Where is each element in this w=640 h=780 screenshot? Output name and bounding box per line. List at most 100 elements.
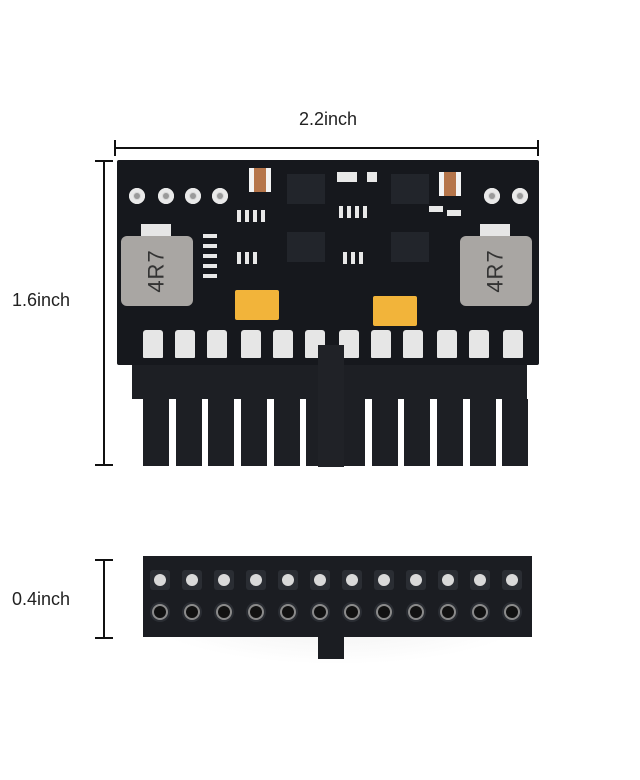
solder-pad (241, 330, 261, 358)
ceramic-capacitor (439, 172, 461, 196)
pin-round (182, 602, 202, 622)
pin-round (278, 602, 298, 622)
mounting-hole (129, 188, 145, 204)
depth-dimension-line (103, 560, 105, 638)
smd-component (337, 172, 357, 182)
connector-latch (318, 345, 344, 467)
smd-component (253, 252, 257, 264)
solder-pad (503, 330, 523, 358)
smd-component (203, 244, 217, 248)
connector-face (143, 556, 532, 637)
smd-component (351, 252, 355, 264)
connector-prong (502, 399, 528, 466)
smd-component (447, 210, 461, 216)
connector-prong (274, 399, 300, 466)
connector-prong (208, 399, 234, 466)
solder-pad (437, 330, 457, 358)
connector-prong (241, 399, 267, 466)
pin-square (278, 570, 298, 590)
width-dimension-tick-left (114, 140, 116, 156)
smd-component (363, 206, 367, 218)
ceramic-capacitor (249, 168, 271, 192)
pin-round (374, 602, 394, 622)
pin-square (342, 570, 362, 590)
solder-pad (339, 330, 359, 358)
connector-prong (176, 399, 202, 466)
inductor-right: 4R7 (460, 236, 532, 306)
smd-component (359, 252, 363, 264)
inductor-marking: 4R7 (482, 249, 508, 293)
connector-prong (143, 399, 169, 466)
mounting-hole (512, 188, 528, 204)
pin-square (182, 570, 202, 590)
connector-prong (470, 399, 496, 466)
pin-square (438, 570, 458, 590)
pin-square (150, 570, 170, 590)
inductor-tab (141, 224, 171, 236)
width-dimension-tick-right (537, 140, 539, 156)
solder-pad (207, 330, 227, 358)
pin-square (374, 570, 394, 590)
smd-component (355, 206, 359, 218)
depth-dimension-tick-top (95, 559, 113, 561)
mosfet-chip (391, 232, 429, 262)
smd-component (245, 210, 249, 222)
smd-component (237, 252, 241, 264)
depth-dimension-tick-bottom (95, 637, 113, 639)
inductor-marking: 4R7 (143, 249, 169, 293)
connector-prong (372, 399, 398, 466)
pin-square (470, 570, 490, 590)
solder-pad (175, 330, 195, 358)
height-dimension-tick-bottom (95, 464, 113, 466)
smd-component (203, 254, 217, 258)
tantalum-capacitor-left (235, 290, 279, 320)
solder-pad (469, 330, 489, 358)
connector-prong (404, 399, 430, 466)
smd-component (261, 210, 265, 222)
pin-round (310, 602, 330, 622)
pin-square (310, 570, 330, 590)
connector-prong (437, 399, 463, 466)
connector-latch-bottom (318, 637, 344, 659)
pin-square (406, 570, 426, 590)
smd-component (367, 172, 377, 182)
mosfet-chip (391, 174, 429, 204)
pin-square (214, 570, 234, 590)
mounting-hole (158, 188, 174, 204)
smd-component (203, 264, 217, 268)
solder-pad (143, 330, 163, 358)
solder-pad (371, 330, 391, 358)
height-dimension-line (103, 161, 105, 465)
pin-round (214, 602, 234, 622)
depth-dimension-label: 0.4inch (12, 589, 71, 609)
mounting-hole (212, 188, 228, 204)
height-dimension-tick-top (95, 160, 113, 162)
pin-round (502, 602, 522, 622)
pin-round (438, 602, 458, 622)
inductor-tab (480, 224, 510, 236)
pin-round (246, 602, 266, 622)
smd-component (429, 206, 443, 212)
pin-round (470, 602, 490, 622)
mosfet-chip (287, 232, 325, 262)
pin-round (406, 602, 426, 622)
width-dimension-line (115, 147, 539, 149)
smd-component (339, 206, 343, 218)
smd-component (343, 252, 347, 264)
mounting-hole (484, 188, 500, 204)
pin-square (502, 570, 522, 590)
smd-component (245, 252, 249, 264)
smd-component (253, 210, 257, 222)
smd-component (347, 206, 351, 218)
pcb-board: 4R7 4R7 (117, 160, 539, 365)
mosfet-chip (287, 174, 325, 204)
smd-component (203, 274, 217, 278)
width-dimension-label: 2.2inch (299, 109, 358, 129)
pin-square (246, 570, 266, 590)
tantalum-capacitor-right (373, 296, 417, 326)
pin-round (342, 602, 362, 622)
smd-component (203, 234, 217, 238)
inductor-left: 4R7 (121, 236, 193, 306)
mounting-hole (185, 188, 201, 204)
solder-pad (273, 330, 293, 358)
